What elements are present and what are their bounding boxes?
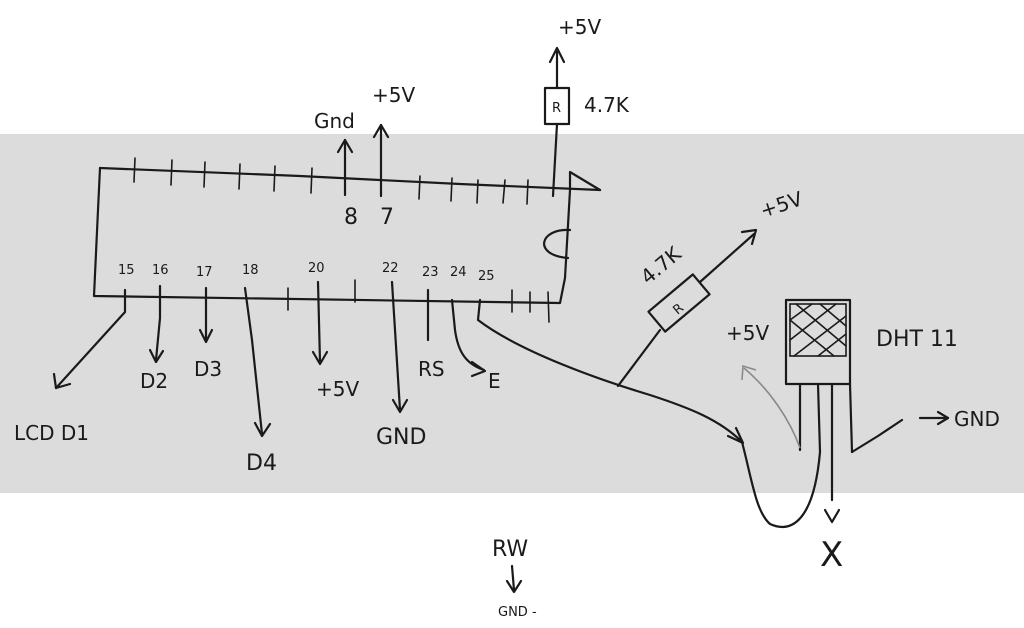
dht-pin4 xyxy=(848,382,854,454)
rs-label: RS xyxy=(418,357,445,381)
pin-8-label: 8 xyxy=(344,205,358,230)
watermark-band xyxy=(0,134,1024,493)
top-resistor-value: 4.7K xyxy=(584,93,630,117)
d3-label: D3 xyxy=(194,357,222,381)
pin16-arrow-head xyxy=(148,348,165,364)
d2-label: D2 xyxy=(140,369,168,393)
rw-gnd-label: GND - xyxy=(498,605,537,620)
pin-24-label: 24 xyxy=(450,265,467,280)
ic-top-edge xyxy=(98,166,602,192)
mid-resistor-value: 4.7K xyxy=(636,241,687,289)
rw-arrow-head xyxy=(505,579,523,594)
top-5v-label: +5V xyxy=(558,15,601,39)
pin16-wire xyxy=(154,284,162,362)
gnd-top-label: Gnd xyxy=(314,109,355,133)
ic-top-pins xyxy=(133,157,529,205)
pin7-arrow-head xyxy=(372,123,390,139)
pin20-arrow-head xyxy=(311,350,329,366)
mid-res-wire-low xyxy=(616,328,662,388)
dht-5v-wire xyxy=(743,367,801,449)
ic-notch xyxy=(543,228,572,260)
dht-5v-label: +5V xyxy=(726,321,769,345)
pin-22-label: 22 xyxy=(382,261,399,276)
pin8-arrow-head xyxy=(336,138,354,154)
pin18-arrow-head xyxy=(253,421,272,438)
dht11-name-label: DHT 11 xyxy=(876,327,958,352)
pin25-wire xyxy=(476,298,744,444)
nc-x-label: X xyxy=(820,535,843,575)
gnd-mid-label: GND xyxy=(376,425,426,450)
pin20-5v-label: +5V xyxy=(316,377,359,401)
mid-resistor-body xyxy=(647,273,711,333)
pin15-arrow-head xyxy=(52,372,72,390)
top-5v-label-2: +5V xyxy=(372,83,415,107)
dht-5v-arrow-head xyxy=(741,364,757,381)
dht-gnd-arrow-head xyxy=(936,410,950,426)
pin-20-label: 20 xyxy=(308,261,325,276)
top-res-wire-down xyxy=(551,122,559,198)
ic-body xyxy=(92,166,602,305)
dht11-grid xyxy=(789,303,847,357)
pin-18-label: 18 xyxy=(242,263,259,278)
pin-23-label: 23 xyxy=(422,265,439,280)
dht-data-loop xyxy=(740,440,822,528)
lcd-d1-label: LCD D1 xyxy=(14,421,89,445)
pin15-wire xyxy=(54,288,127,390)
top-resistor-letter: R xyxy=(552,101,561,116)
dht11-grid-hatch xyxy=(789,303,847,357)
pin-15-label: 15 xyxy=(118,263,135,278)
ic-bottom-right-pins xyxy=(511,289,550,323)
pin18-wire xyxy=(243,286,264,436)
rw-label: RW xyxy=(492,537,528,562)
nc-arrow-head xyxy=(823,508,841,524)
pin24-arrow-head xyxy=(470,360,487,378)
rw-wire xyxy=(510,564,516,592)
e-label: E xyxy=(488,369,501,393)
top-5v-arrow-head xyxy=(548,46,566,64)
pin-7-label: 7 xyxy=(380,205,394,230)
dht-gnd-wire xyxy=(850,418,904,454)
pin-25-label: 25 xyxy=(478,269,495,284)
mid-res-wire-high xyxy=(698,232,756,284)
mid-5v-label: +5V xyxy=(757,186,806,222)
dht-pin2 xyxy=(816,382,822,454)
dht-gnd-label: GND xyxy=(954,407,1000,431)
mid-5v-arrow-head xyxy=(740,228,758,246)
pin-16-label: 16 xyxy=(152,263,169,278)
pin22-arrow-head xyxy=(391,398,409,414)
pin-17-label: 17 xyxy=(196,265,213,280)
pin22-wire xyxy=(390,280,402,412)
d4-label: D4 xyxy=(246,451,277,476)
pin20-wire xyxy=(316,280,322,364)
pin17-arrow-head xyxy=(198,328,214,344)
